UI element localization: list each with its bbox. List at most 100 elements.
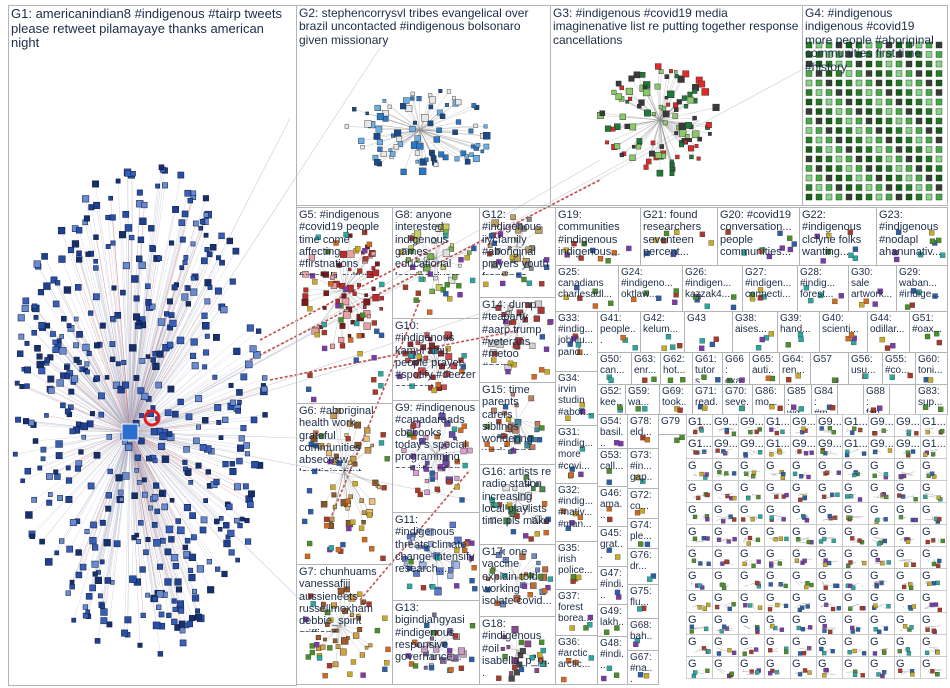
graph-node	[39, 368, 45, 374]
graph-node	[204, 498, 208, 502]
graph-node	[458, 292, 463, 297]
graph-node	[352, 107, 356, 111]
graph-node	[64, 365, 68, 369]
graph-node	[694, 450, 698, 454]
cluster-g33: G33: #indig... johnlu... pand...	[556, 312, 598, 372]
graph-node	[415, 488, 420, 493]
graph-node	[628, 97, 632, 101]
graph-edge	[881, 625, 883, 627]
graph-node	[57, 380, 64, 387]
mini-cluster-label: G9...	[896, 416, 920, 428]
graph-node	[780, 430, 784, 434]
graph-node	[75, 284, 81, 290]
graph-node	[227, 530, 234, 537]
graph-edge	[928, 671, 930, 674]
graph-node	[200, 527, 206, 533]
graph-node	[935, 672, 939, 676]
graph-node	[846, 99, 852, 105]
cluster-label: G56: usu...	[849, 353, 881, 377]
graph-edge	[885, 606, 887, 609]
graph-node	[640, 72, 645, 77]
graph-node	[382, 485, 387, 490]
graph-node	[775, 603, 779, 607]
graph-node	[803, 496, 807, 500]
mini-cluster-label: G	[922, 548, 931, 560]
graph-node	[189, 480, 193, 484]
mini-cluster: G	[739, 459, 765, 481]
graph-node	[189, 615, 194, 620]
graph-node	[916, 128, 922, 134]
cluster-g75: G75: flu...	[628, 585, 659, 619]
graph-node	[138, 520, 143, 525]
graph-node	[876, 672, 880, 676]
graph-node	[807, 671, 811, 675]
graph-node	[83, 605, 88, 610]
graph-edge	[846, 428, 848, 431]
graph-node	[807, 475, 811, 479]
graph-node	[816, 185, 822, 191]
graph-node	[873, 651, 877, 655]
graph-node	[20, 384, 24, 388]
graph-node	[132, 493, 138, 499]
mini-cluster-label: G	[740, 570, 749, 582]
graph-node	[846, 109, 852, 115]
graph-node	[455, 484, 460, 489]
graph-node	[816, 166, 822, 172]
graph-node	[666, 103, 669, 106]
mini-cluster: G	[843, 591, 869, 613]
graph-node	[465, 159, 470, 164]
cluster-label: G50: can...	[598, 353, 630, 377]
graph-node	[354, 358, 359, 363]
graph-node	[866, 185, 872, 191]
graph-node	[74, 357, 80, 363]
graph-node	[727, 648, 731, 652]
graph-edge	[828, 453, 838, 454]
graph-node	[394, 130, 401, 137]
graph-node	[532, 374, 537, 379]
mini-cluster-label: G	[870, 614, 879, 626]
mini-cluster: G1...	[921, 415, 947, 437]
graph-node	[241, 425, 246, 430]
mini-cluster: G1...	[843, 415, 869, 437]
graph-node	[689, 155, 693, 159]
cluster-g46: G46: ama...	[598, 487, 628, 527]
graph-node	[324, 523, 329, 528]
graph-node	[899, 474, 903, 478]
mini-cluster-label: G	[844, 482, 853, 494]
graph-node	[59, 256, 66, 263]
graph-node	[434, 137, 440, 143]
graph-node	[160, 433, 167, 440]
cluster-g52: G52: kee...	[598, 385, 626, 415]
graph-node	[936, 128, 942, 134]
graph-node	[308, 373, 313, 378]
graph-node	[139, 413, 143, 417]
mini-cluster-label: G9...	[870, 416, 894, 428]
mini-cluster-label: G	[792, 592, 801, 604]
graph-node	[65, 409, 70, 414]
graph-node	[936, 147, 942, 153]
graph-node	[806, 80, 812, 86]
graph-node	[139, 218, 146, 225]
graph-node	[679, 123, 686, 130]
graph-node	[93, 572, 98, 577]
graph-node	[806, 90, 812, 96]
graph-node	[693, 89, 697, 93]
graph-node	[801, 627, 805, 631]
graph-node	[413, 121, 417, 125]
mini-cluster: G	[817, 547, 843, 569]
graph-node	[757, 560, 761, 564]
graph-node	[778, 562, 782, 566]
graph-node	[98, 393, 104, 399]
graph-node	[133, 314, 140, 321]
cluster-g54: G54: basil...	[598, 415, 628, 449]
graph-node	[916, 80, 922, 86]
graph-node	[916, 185, 922, 191]
mini-cluster: G	[843, 635, 869, 657]
graph-node	[926, 430, 930, 434]
cluster-label: G84: #m...	[812, 385, 836, 413]
cluster-label: G31: #indig... more #covi...	[556, 426, 596, 473]
cluster-label: G68: bah...	[628, 619, 657, 649]
graph-node	[245, 518, 250, 523]
graph-node	[204, 213, 209, 218]
graph-node	[916, 147, 922, 153]
